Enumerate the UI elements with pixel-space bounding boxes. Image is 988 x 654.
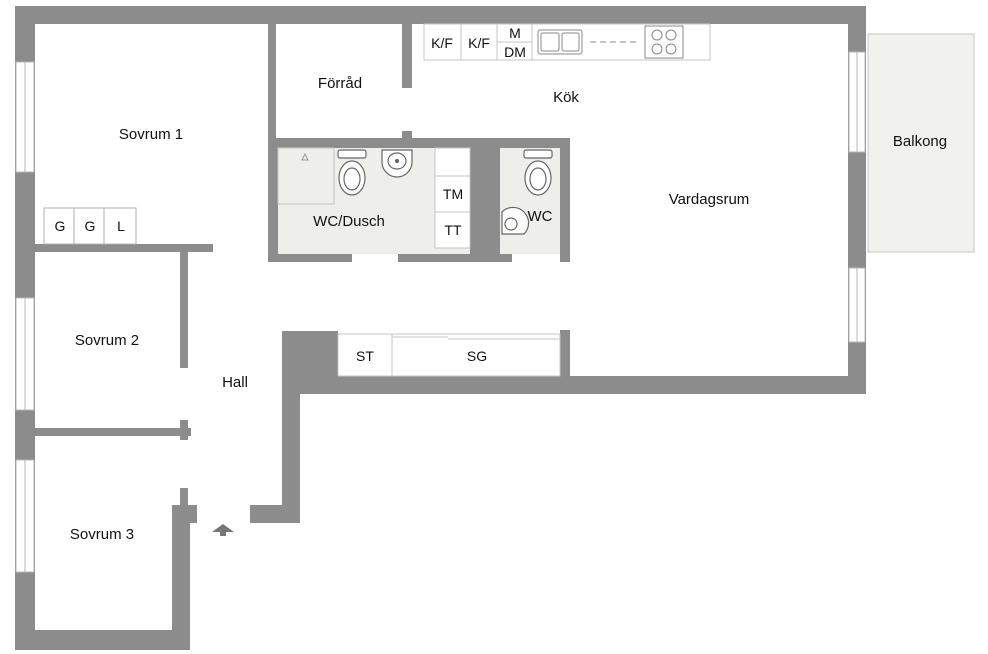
room-label-wc: WC [528,208,553,225]
room-label-hall: Hall [222,374,248,391]
laundry-cabinets [434,147,471,249]
room-label-sovrum3: Sovrum 3 [70,526,134,543]
sink-icon [501,206,530,235]
shower-area [277,147,335,205]
room-label-sovrum2: Sovrum 2 [75,332,139,349]
toilet-icon [337,149,367,196]
fixture-l: L [117,218,125,234]
kitchen-counter [423,23,711,61]
fixture-kf2: K/F [468,35,490,51]
fixture-g1: G [55,218,66,234]
fixture-sg: SG [467,348,487,364]
hall-closets [337,333,561,377]
toilet-icon [523,149,553,196]
fixture-dm: DM [504,44,526,60]
fixture-st: ST [356,348,374,364]
fixture-tm: TM [443,186,463,202]
entrance-arrow-icon [212,524,234,536]
fixture-tt: TT [444,222,462,238]
walls [15,6,866,650]
room-label-sovrum1: Sovrum 1 [119,126,183,143]
balcony-floor [867,33,975,253]
fixture-kf1: K/F [431,35,453,51]
room-label-wc-dusch: WC/Dusch [313,213,385,230]
sink-icon [537,29,640,55]
fixture-g2: G [85,218,96,234]
fixture-m: M [509,25,521,41]
sink-icon [381,149,413,178]
wardrobes [43,207,137,245]
room-label-kok: Kök [553,89,579,106]
stove-icon [644,25,684,59]
room-label-vardagsrum: Vardagsrum [669,191,750,208]
room-label-forrad: Förråd [318,75,362,92]
room-label-balkong: Balkong [893,133,947,150]
